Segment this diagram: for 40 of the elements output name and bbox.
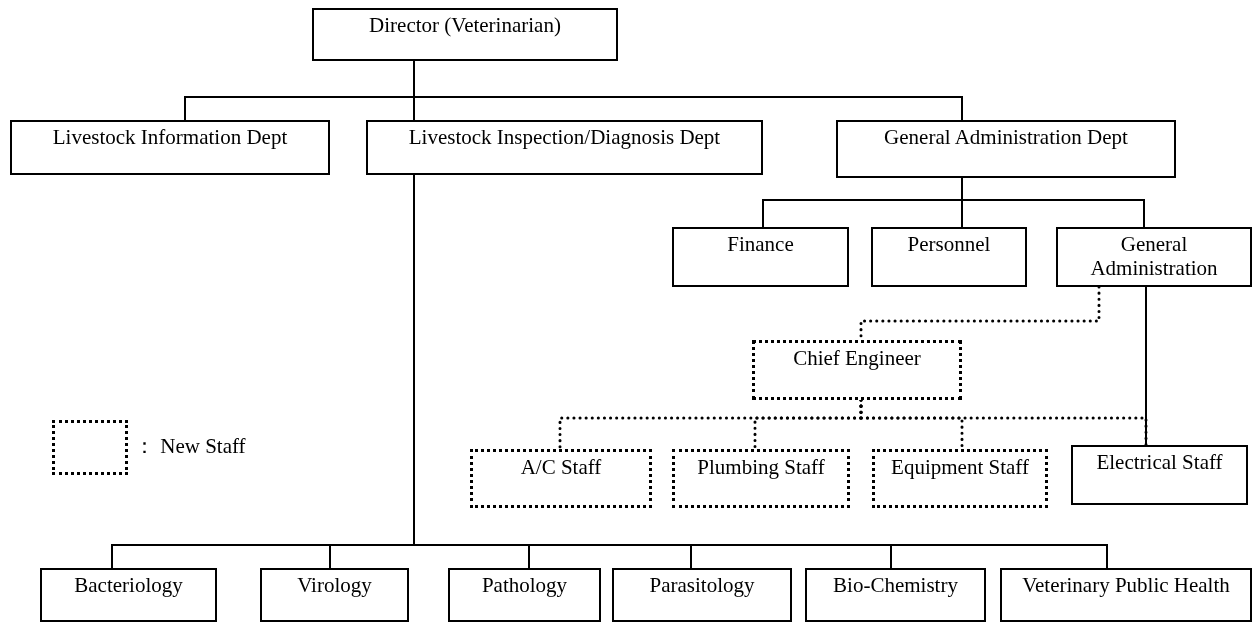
org-box (1071, 445, 1248, 505)
box-label: Finance (727, 232, 794, 256)
connector-line (961, 177, 1145, 228)
org-box (612, 568, 792, 622)
box-label: Veterinary Public Health (1022, 573, 1230, 597)
org-box (805, 568, 986, 622)
box-label: Director (Veterinarian) (369, 13, 561, 37)
box-label: Equipment Staff (891, 455, 1029, 479)
box-label: A/C Staff (520, 455, 602, 479)
box-label: Personnel (907, 232, 991, 256)
dotted-connector (859, 398, 1148, 447)
box-label: Plumbing Staff (697, 455, 825, 479)
org-box (10, 120, 330, 175)
org-box (871, 227, 1027, 287)
box-label: Bio-Chemistry (833, 573, 958, 597)
box-label: Livestock Inspection/Diagnosis Dept (408, 125, 721, 149)
box-label: Chief Engineer (793, 346, 921, 370)
box-label: General Administration Dept (884, 125, 1128, 149)
box-label: General Administration (1089, 232, 1219, 280)
box-label: Parasitology (649, 573, 755, 597)
box-label: Pathology (481, 573, 568, 597)
box-label: Electrical Staff (1096, 450, 1223, 474)
box-label: Bacteriology (74, 573, 183, 597)
new-staff-box (470, 449, 652, 508)
org-box (366, 120, 763, 175)
new-staff-box (672, 449, 850, 508)
org-box (672, 227, 849, 287)
legend-label: ： New Staff (134, 433, 246, 460)
org-box (448, 568, 601, 622)
new-staff-box (752, 340, 962, 400)
org-box (836, 120, 1176, 178)
new-staff-box (872, 449, 1048, 508)
box-label: Livestock Information Dept (52, 125, 288, 149)
org-box (260, 568, 409, 622)
org-box (1000, 568, 1252, 622)
org-box (1056, 227, 1252, 287)
box-label: Virology (297, 573, 372, 597)
org-box (312, 8, 618, 61)
connector-line (1145, 286, 1147, 446)
org-box (40, 568, 217, 622)
